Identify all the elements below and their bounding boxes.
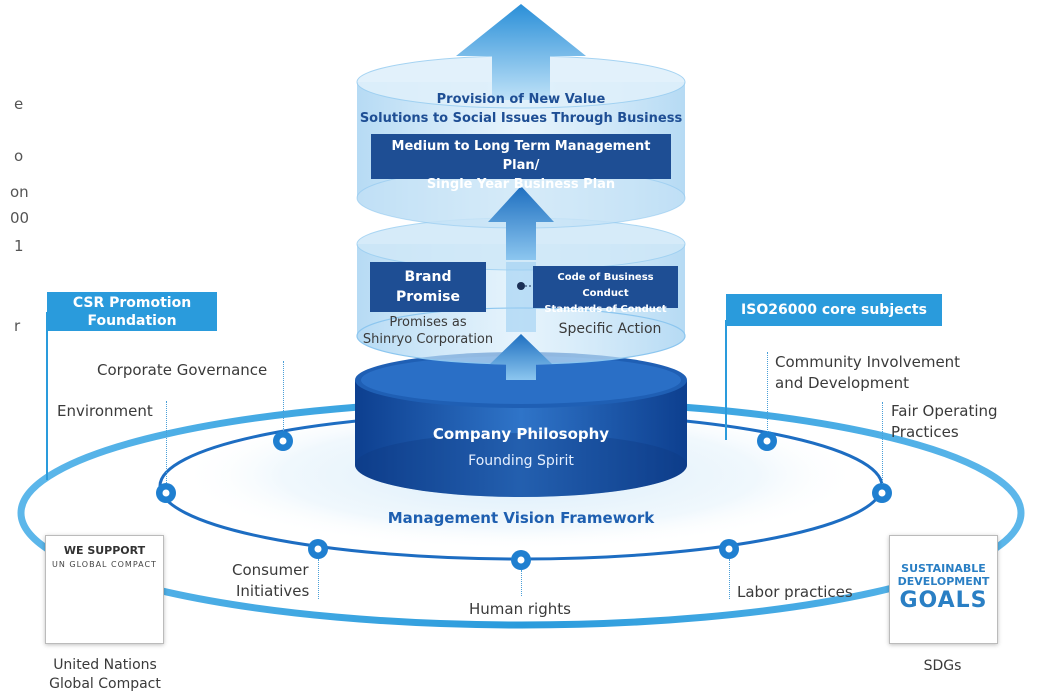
provision-title: Provision of New Value xyxy=(436,92,606,107)
founding-spirit: Founding Spirit xyxy=(468,453,574,469)
fair-practices-label-1: Fair Operating xyxy=(891,402,998,420)
csr-line-2: Foundation xyxy=(87,313,177,329)
node-human-rights xyxy=(511,550,531,570)
brand-promise-box: Brand Promise xyxy=(370,262,486,312)
brand-line-2: Promise xyxy=(396,289,460,305)
csr-promotion-tag: CSR Promotion Foundation xyxy=(47,292,217,331)
consumer-leader xyxy=(318,559,319,599)
arrow-shaft xyxy=(506,262,536,332)
promises-line-2: Shinryo Corporation xyxy=(362,332,494,347)
top-arrow xyxy=(456,4,586,100)
middle-arrow xyxy=(488,186,554,260)
labor-label: Labor practices xyxy=(737,583,853,601)
environment-label: Environment xyxy=(57,402,153,420)
cropped-text-5: 1 xyxy=(14,237,24,255)
node-consumer xyxy=(308,539,328,559)
node-labor xyxy=(719,539,739,559)
corporate-governance-label: Corporate Governance xyxy=(97,361,268,379)
community-label-2: and Development xyxy=(775,374,909,392)
cropped-text-1: e xyxy=(14,95,24,113)
ring-label: Management Vision Framework xyxy=(387,509,655,527)
un-caption-2: Global Compact xyxy=(49,676,161,692)
base-cylinder xyxy=(355,352,687,497)
sdgs-logo: SUSTAINABLE DEVELOPMENT GOALS xyxy=(889,535,998,644)
community-label-1: Community Involvement xyxy=(775,353,961,371)
sdgs-line-1: SUSTAINABLE xyxy=(901,562,986,575)
consumer-label-1: Consumer xyxy=(232,561,309,579)
conduct-line-2: Standards of Conduct xyxy=(544,304,667,315)
node-community xyxy=(757,431,777,451)
fair-leader xyxy=(882,402,883,484)
csr-line-1: CSR Promotion xyxy=(72,295,192,311)
cropped-text-3: on xyxy=(10,183,29,201)
sdgs-goals: GOALS xyxy=(899,588,988,613)
plan-line-1: Medium to Long Term Management Plan/ xyxy=(391,139,651,173)
cropped-text-2: o xyxy=(14,147,24,165)
human-rights-label: Human rights xyxy=(469,600,571,618)
business-plan-box: Medium to Long Term Management Plan/ Sin… xyxy=(371,134,671,192)
connector-dot xyxy=(517,282,525,290)
brand-line-1: Brand xyxy=(404,269,452,285)
promises-line-1: Promises as xyxy=(389,315,467,330)
iso-tag: ISO26000 core subjects xyxy=(726,294,942,326)
we-support-text: WE SUPPORT xyxy=(63,544,146,557)
governance-leader xyxy=(283,361,284,431)
node-governance xyxy=(273,431,293,451)
node-environment xyxy=(156,483,176,503)
labor-leader xyxy=(729,559,730,599)
lower-arrow xyxy=(490,334,552,380)
node-fair xyxy=(872,483,892,503)
environment-leader xyxy=(166,401,167,483)
un-caption-1: United Nations xyxy=(53,657,157,673)
un-arc-text: UN GLOBAL COMPACT xyxy=(52,560,157,569)
conduct-box: Code of Business Conduct Standards of Co… xyxy=(533,266,678,315)
un-global-compact-logo: WE SUPPORT UN GLOBAL COMPACT xyxy=(45,535,164,644)
human-rights-leader xyxy=(521,570,522,596)
sdgs-line-2: DEVELOPMENT xyxy=(897,575,990,588)
solutions-subtitle: Solutions to Social Issues Through Busin… xyxy=(359,111,683,126)
community-leader xyxy=(767,352,768,432)
plan-line-2: Single Year Business Plan xyxy=(426,177,616,192)
cropped-text-4: 00 xyxy=(10,209,30,227)
ring-nodes xyxy=(156,431,892,570)
consumer-label-2: Initiatives xyxy=(236,582,310,600)
conduct-line-1: Code of Business Conduct xyxy=(557,272,654,299)
specific-action: Specific Action xyxy=(558,321,662,337)
sdgs-caption: SDGs xyxy=(923,658,962,674)
cropped-text-6: r xyxy=(14,317,21,335)
fair-practices-label-2: Practices xyxy=(891,423,959,441)
company-philosophy: Company Philosophy xyxy=(432,425,610,443)
